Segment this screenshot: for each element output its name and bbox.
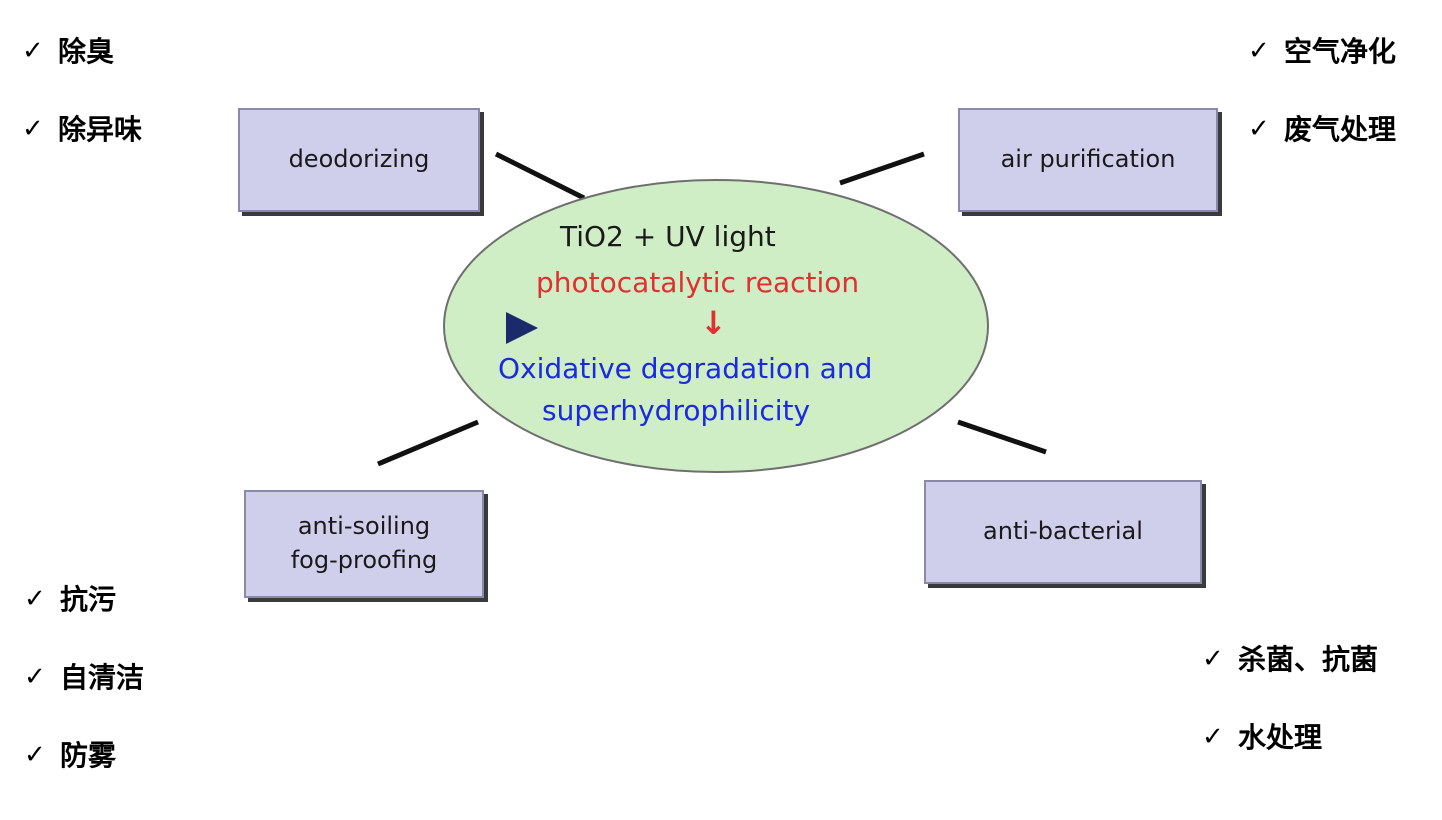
check-icon: ✓ xyxy=(1202,722,1224,752)
check-icon: ✓ xyxy=(24,662,46,692)
diagram-graphics xyxy=(377,151,1047,473)
center-formula: TiO2 + UV light xyxy=(560,220,776,253)
down-arrow-icon: ↓ xyxy=(700,304,727,342)
box-deodorizing-label: deodorizing xyxy=(288,145,430,174)
checklist-label: 空气净化 xyxy=(1284,35,1397,68)
check-icon: ✓ xyxy=(1202,644,1224,674)
checklist-label: 抗污 xyxy=(60,583,117,616)
box-anti-bacterial-label: anti-bacterial xyxy=(983,517,1143,546)
checklist-item: ✓ 除臭 xyxy=(22,38,142,116)
center-reaction: photocatalytic reaction xyxy=(536,266,860,299)
checklist-item: ✓ 水处理 xyxy=(1202,724,1378,802)
box-anti-bacterial: anti-bacterial xyxy=(924,480,1202,584)
checklist-item: ✓ 除异味 xyxy=(22,116,142,194)
checklist-item: ✓ 废气处理 xyxy=(1248,116,1396,194)
checklist-label: 除臭 xyxy=(58,35,115,68)
checklist-label: 水处理 xyxy=(1238,721,1323,754)
box-anti-soiling-label: anti-soiling xyxy=(297,512,431,541)
checklist-item: ✓ 抗污 xyxy=(24,586,144,664)
box-fog-proofing-label: fog-proofing xyxy=(290,546,438,574)
connector-deodorizing xyxy=(494,151,586,201)
center-result-line2: superhydrophilicity xyxy=(542,394,811,427)
checklist-label: 除异味 xyxy=(58,113,143,146)
check-icon: ✓ xyxy=(1248,36,1270,66)
check-icon: ✓ xyxy=(24,584,46,614)
checklist-label: 防雾 xyxy=(60,739,117,772)
checklist-top-right: ✓ 空气净化 ✓ 废气处理 xyxy=(1248,38,1396,194)
check-icon: ✓ xyxy=(1248,114,1270,144)
checklist-item: ✓ 杀菌、抗菌 xyxy=(1202,646,1378,724)
connector-air-purification xyxy=(839,151,925,186)
checklist-item: ✓ 空气净化 xyxy=(1248,38,1396,116)
triangle-right-icon xyxy=(506,312,538,344)
connector-anti-soiling xyxy=(377,419,479,467)
center-result-line1: Oxidative degradation and xyxy=(498,352,873,385)
checklist-label: 自清洁 xyxy=(60,661,145,694)
check-icon: ✓ xyxy=(24,740,46,770)
box-air-purification-label: air purification xyxy=(1000,145,1176,174)
check-icon: ✓ xyxy=(22,114,44,144)
checklist-top-left: ✓ 除臭 ✓ 除异味 xyxy=(22,38,142,194)
center-ellipse xyxy=(443,179,989,473)
checklist-item: ✓ 防雾 xyxy=(24,742,144,820)
checklist-item: ✓ 自清洁 xyxy=(24,664,144,742)
checklist-label: 废气处理 xyxy=(1284,113,1397,146)
checklist-label: 杀菌、抗菌 xyxy=(1238,643,1379,676)
box-air-purification: air purification xyxy=(958,108,1218,212)
box-deodorizing: deodorizing xyxy=(238,108,480,212)
check-icon: ✓ xyxy=(22,36,44,66)
box-anti-soiling: anti-soiling fog-proofing xyxy=(244,490,484,598)
checklist-bottom-left: ✓ 抗污 ✓ 自清洁 ✓ 防雾 xyxy=(24,586,144,820)
connector-anti-bacterial xyxy=(957,419,1047,455)
checklist-bottom-right: ✓ 杀菌、抗菌 ✓ 水处理 xyxy=(1202,646,1378,802)
